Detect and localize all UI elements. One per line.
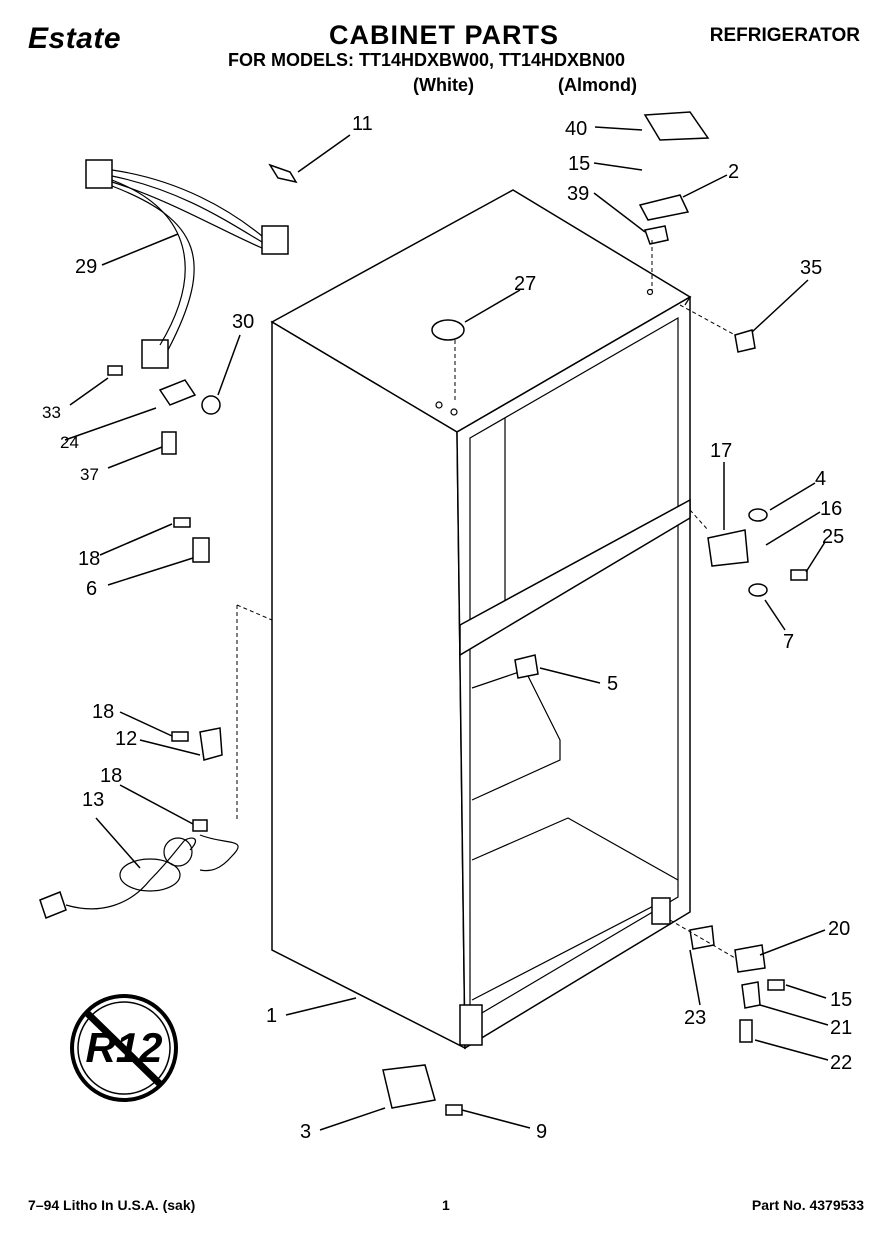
part-screws-clips (171, 517, 223, 832)
callout-33: 33 (42, 403, 61, 422)
callout-12: 12 (115, 728, 137, 750)
callout-23: 23 (684, 1007, 706, 1029)
callout-17: 17 (710, 440, 732, 462)
callout-2: 2 (728, 161, 739, 183)
callout-15b: 15 (830, 989, 852, 1011)
callout-30: 30 (232, 311, 254, 333)
models-line: FOR MODELS: TT14HDXBW00, TT14HDXBN00 (228, 50, 626, 70)
callout-27: 27 (514, 273, 536, 295)
page-title: CABINET PARTS (328, 20, 559, 50)
category-label: REFRIGERATOR (709, 25, 860, 46)
part-drain-parts (107, 365, 221, 455)
callout-20: 20 (828, 918, 850, 940)
callout-16: 16 (820, 498, 842, 520)
leader-lines (64, 126, 829, 1131)
callout-4: 4 (815, 468, 826, 490)
brand-logo: Estate (28, 22, 122, 55)
callout-29: 29 (75, 256, 97, 278)
callout-1: 1 (266, 1005, 277, 1027)
callout-37: 37 (80, 465, 99, 484)
callout-5: 5 (607, 673, 618, 695)
callout-25: 25 (822, 526, 844, 548)
variant-almond: (Almond) (558, 75, 637, 95)
callout-22: 22 (830, 1052, 852, 1074)
callout-24: 24 (60, 433, 79, 452)
part-power-cord (39, 834, 239, 919)
callout-7: 7 (783, 631, 794, 653)
part-wire-harness (85, 159, 289, 369)
callout-39: 39 (567, 183, 589, 205)
callout-18a: 18 (78, 548, 100, 570)
callout-40: 40 (565, 118, 587, 140)
callout-11: 11 (352, 113, 373, 135)
cabinet-shell (236, 189, 692, 1050)
footer-page-number: 1 (442, 1197, 450, 1213)
r12-badge: R12 (70, 994, 178, 1102)
callout-18b: 18 (92, 701, 114, 723)
callout-9: 9 (536, 1121, 547, 1143)
callout-35: 35 (800, 257, 822, 279)
footer-litho: 7–94 Litho In U.S.A. (sak) (28, 1197, 196, 1213)
callout-15a: 15 (568, 153, 590, 175)
callout-21: 21 (830, 1017, 852, 1039)
part-hinges (382, 111, 808, 1116)
variant-white: (White) (413, 75, 474, 95)
callout-3: 3 (300, 1121, 311, 1143)
footer-part-number: Part No. 4379533 (751, 1197, 864, 1213)
callout-labels: 11 29 30 33 24 37 27 18 6 18 12 18 13 1 … (42, 113, 852, 1143)
callout-6: 6 (86, 578, 97, 600)
part-plug-11 (268, 163, 298, 184)
callout-13: 13 (82, 789, 104, 811)
callout-18c: 18 (100, 765, 122, 787)
